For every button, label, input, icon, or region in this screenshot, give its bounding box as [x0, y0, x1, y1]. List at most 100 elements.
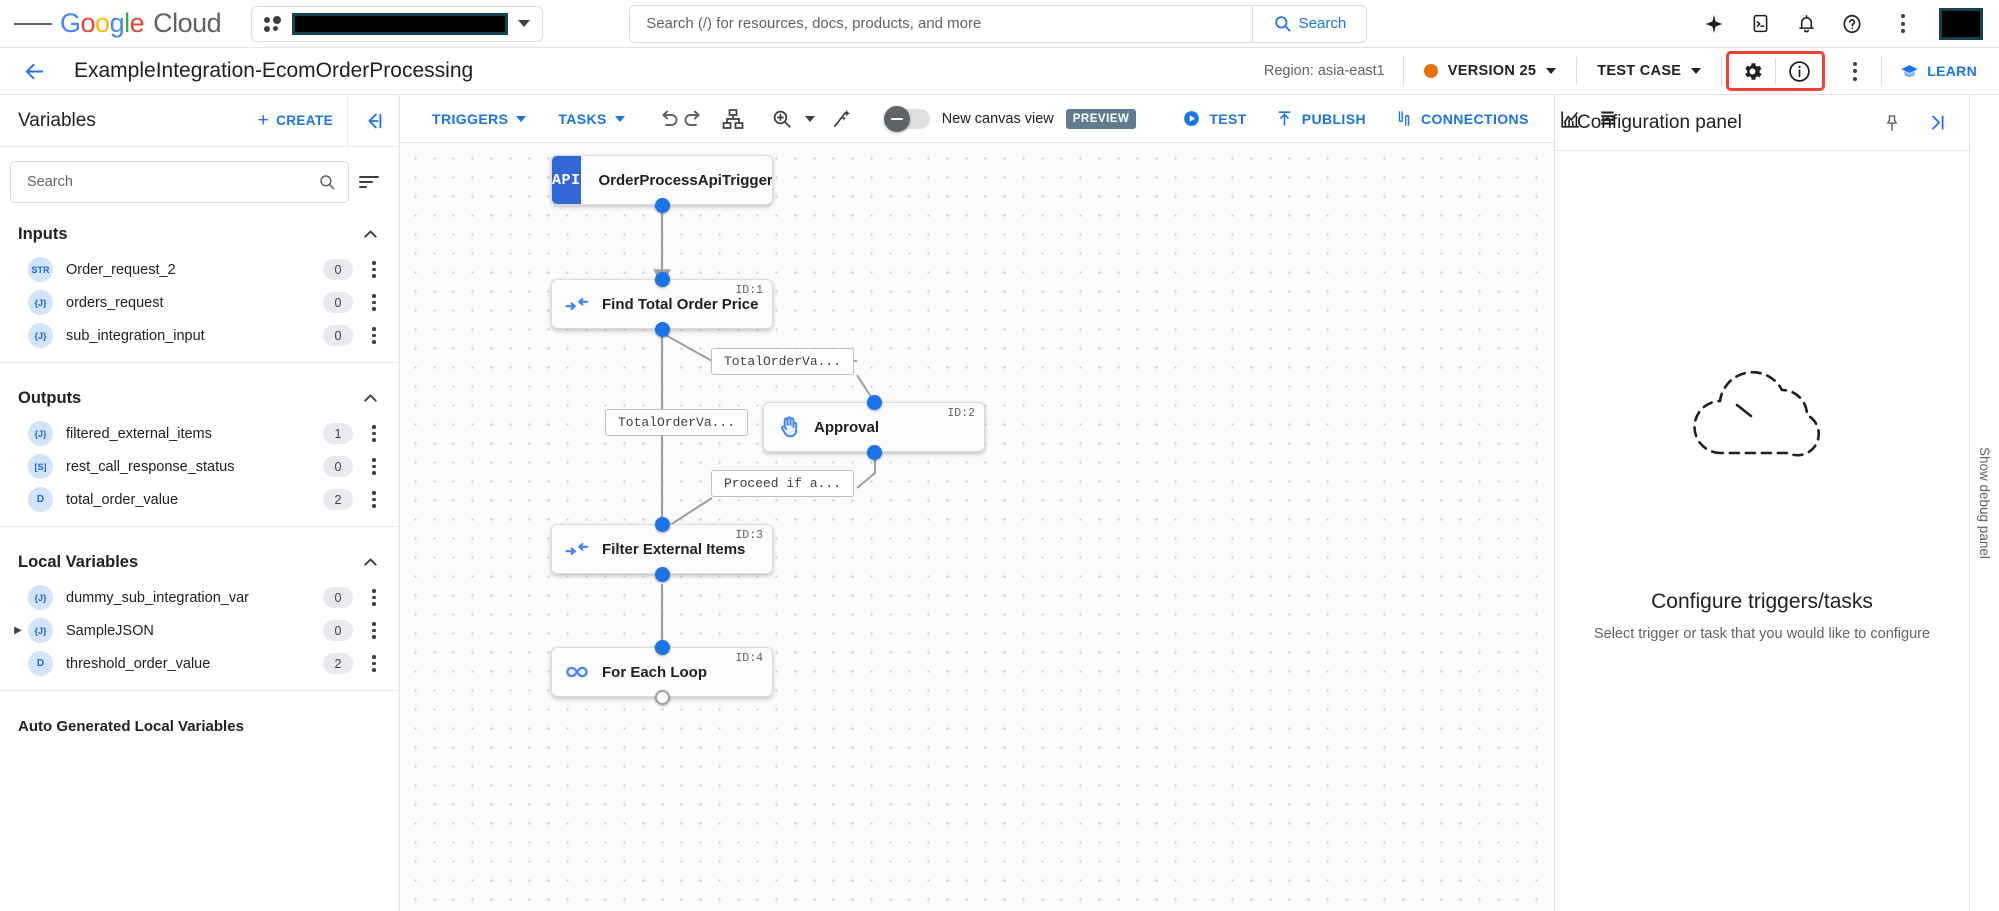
tasks-menu[interactable]: TASKS — [542, 111, 640, 127]
approval-output-port[interactable] — [867, 445, 882, 460]
redo-icon[interactable] — [681, 98, 705, 140]
pin-icon[interactable] — [1875, 106, 1909, 140]
search-input[interactable] — [630, 5, 1252, 42]
infinity-loop-icon — [552, 658, 602, 686]
test-button[interactable]: TEST — [1168, 109, 1260, 128]
variable-name: filtered_external_items — [66, 425, 212, 442]
row-more-icon[interactable] — [363, 322, 385, 350]
sort-filter-icon[interactable] — [359, 169, 385, 195]
avatar[interactable] — [1939, 7, 1983, 40]
trigger-output-port[interactable] — [655, 198, 670, 213]
cloud-shell-icon[interactable] — [1739, 3, 1781, 45]
global-search[interactable]: Search — [629, 4, 1368, 43]
node-label: For Each Loop — [602, 663, 707, 681]
toggle-knob — [883, 105, 910, 132]
node-label: Find Total Order Price — [602, 295, 759, 313]
group-header-inputs[interactable]: Inputs — [0, 215, 399, 253]
help-icon[interactable] — [1831, 3, 1873, 45]
filter-input-port[interactable] — [655, 517, 670, 532]
show-debug-panel-button[interactable]: Show debug panel — [1969, 95, 1999, 911]
row-more-icon[interactable] — [363, 617, 385, 645]
learn-button[interactable]: LEARN — [1882, 62, 1999, 81]
more-options-icon[interactable] — [1885, 4, 1921, 44]
magic-wand-icon[interactable] — [831, 98, 854, 140]
integration-canvas[interactable]: API OrderProcessApiTrigger Find Total Or… — [400, 143, 1554, 911]
row-more-icon[interactable] — [363, 650, 385, 678]
zoom-in-icon[interactable] — [761, 98, 803, 140]
filter-output-port[interactable] — [655, 567, 670, 582]
variable-count-badge: 0 — [323, 292, 353, 313]
for-each-output-port[interactable] — [655, 690, 670, 705]
edge-label-total-order-va-right[interactable]: TotalOrderVa... — [711, 348, 855, 375]
more-vert-icon[interactable] — [1837, 51, 1873, 91]
connections-button[interactable]: CONNECTIONS — [1380, 109, 1543, 128]
node-label: Approval — [814, 418, 880, 436]
variable-name: rest_call_response_status — [66, 458, 235, 475]
info-icon[interactable] — [1776, 52, 1822, 90]
variable-type-badge: {J} — [28, 323, 53, 348]
expand-panel-icon[interactable] — [1919, 106, 1953, 140]
list-item[interactable]: {J} sub_integration_input 0 — [0, 319, 399, 352]
data-mapping-icon — [552, 536, 602, 562]
project-selector[interactable] — [251, 5, 544, 42]
row-more-icon[interactable] — [363, 289, 385, 317]
back-arrow-icon[interactable] — [14, 51, 54, 91]
row-more-icon[interactable] — [363, 584, 385, 612]
variables-list[interactable]: Inputs STR Order_request_2 0 — [0, 147, 399, 911]
find-total-input-port[interactable] — [655, 272, 670, 287]
integration-header-actions: Region: asia-east1 VERSION 25 TEST CASE — [1264, 48, 1999, 94]
edge-label-total-order-va-left[interactable]: TotalOrderVa... — [605, 409, 749, 436]
group-header-local-variables[interactable]: Local Variables — [0, 543, 399, 581]
group-header-outputs[interactable]: Outputs — [0, 379, 399, 417]
variable-name: total_order_value — [66, 491, 179, 508]
row-more-icon[interactable] — [363, 486, 385, 514]
approval-input-port[interactable] — [867, 395, 882, 410]
show-debug-panel-label: Show debug panel — [1977, 447, 1992, 559]
publish-button[interactable]: PUBLISH — [1261, 109, 1380, 128]
row-more-icon[interactable] — [363, 256, 385, 284]
for-each-input-port[interactable] — [655, 640, 670, 655]
trigger-node[interactable]: API OrderProcessApiTrigger — [551, 155, 773, 205]
list-item[interactable]: D threshold_order_value 2 — [0, 647, 399, 680]
list-item[interactable]: {J} filtered_external_items 1 — [0, 417, 399, 450]
list-item[interactable]: [S] rest_call_response_status 0 — [0, 450, 399, 483]
new-canvas-view-toggle[interactable] — [883, 105, 930, 132]
analytics-chart-icon[interactable] — [1559, 98, 1581, 140]
gemini-sparkle-icon[interactable] — [1693, 3, 1735, 45]
task-node-for-each-loop[interactable]: For Each Loop ID:4 — [551, 647, 773, 697]
undo-icon[interactable] — [657, 98, 681, 140]
test-case-selector[interactable]: TEST CASE — [1577, 63, 1721, 79]
variable-count-badge: 2 — [323, 489, 353, 510]
row-more-icon[interactable] — [363, 453, 385, 481]
preview-badge: PREVIEW — [1065, 108, 1137, 129]
task-node-filter-external-items[interactable]: Filter External Items ID:3 — [551, 524, 773, 574]
hamburger-menu-icon[interactable] — [14, 5, 53, 43]
expand-row-icon[interactable]: ▶ — [14, 625, 22, 636]
chevron-up-icon — [360, 552, 381, 573]
list-item[interactable]: STR Order_request_2 0 — [0, 253, 399, 286]
variables-search[interactable] — [10, 161, 349, 203]
list-item[interactable]: D total_order_value 2 — [0, 483, 399, 516]
search-input[interactable] — [27, 174, 318, 190]
search-icon — [320, 175, 335, 190]
find-total-output-port[interactable] — [655, 322, 670, 337]
list-item[interactable]: {J} orders_request 0 — [0, 286, 399, 319]
version-selector[interactable]: VERSION 25 — [1404, 63, 1576, 79]
zoom-control[interactable] — [761, 98, 815, 140]
auto-layout-icon[interactable] — [721, 98, 745, 140]
create-variable-button[interactable]: + CREATE — [258, 111, 333, 130]
list-item[interactable]: {J} dummy_sub_integration_var 0 — [0, 581, 399, 614]
triggers-menu[interactable]: TRIGGERS — [416, 111, 542, 127]
variable-name: Order_request_2 — [66, 261, 176, 278]
row-more-icon[interactable] — [363, 420, 385, 448]
collapse-panel-icon[interactable] — [347, 94, 399, 147]
search-button[interactable]: Search — [1251, 5, 1367, 42]
group-header-auto-generated[interactable]: Auto Generated Local Variables — [0, 707, 399, 745]
list-item[interactable]: ▶ {J} SampleJSON 0 — [0, 614, 399, 647]
notifications-bell-icon[interactable] — [1785, 3, 1827, 45]
logs-list-icon[interactable] — [1597, 98, 1618, 140]
edge-label-proceed-if-a[interactable]: Proceed if a... — [711, 470, 855, 497]
variable-type-badge: D — [28, 487, 53, 512]
gear-icon[interactable] — [1729, 52, 1775, 90]
